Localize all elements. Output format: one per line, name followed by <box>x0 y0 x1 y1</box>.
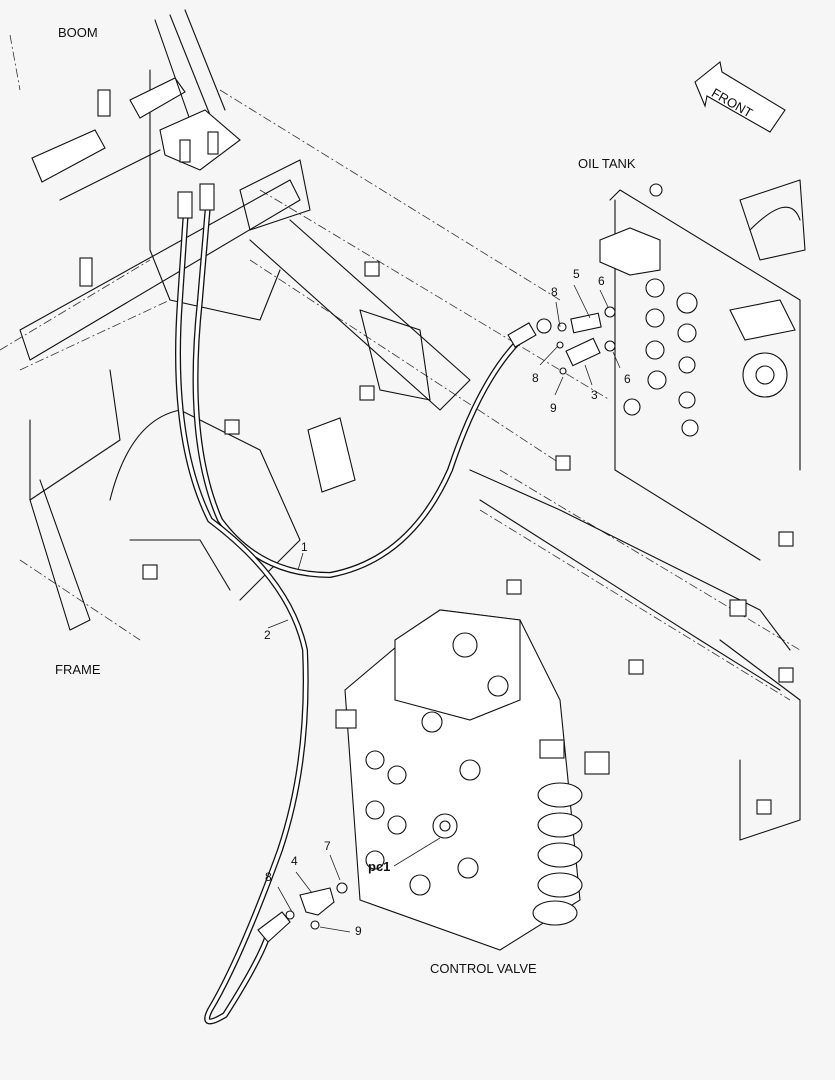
callout-8-middle: 8 <box>532 371 539 385</box>
callout-8-lower: 8 <box>265 870 272 884</box>
label-port-pc1: pc1 <box>368 859 391 874</box>
callout-9-lower: 9 <box>355 924 362 938</box>
callout-5: 5 <box>573 267 580 281</box>
front-arrow-icon <box>694 61 786 133</box>
hose-1 <box>192 202 523 579</box>
mount-blocks <box>31 77 794 815</box>
hose-2 <box>175 207 309 1025</box>
boom-fittings <box>154 9 241 219</box>
callout-2: 2 <box>264 628 271 642</box>
callout-8-upper: 8 <box>551 285 558 299</box>
callout-3: 3 <box>591 388 598 402</box>
machine-frame-lines <box>0 34 806 841</box>
callout-4: 4 <box>291 854 298 868</box>
callout-7: 7 <box>324 839 331 853</box>
valve-fittings <box>257 882 348 943</box>
control-valve-body <box>335 609 610 951</box>
callout-6-lower: 6 <box>624 372 631 386</box>
callout-1: 1 <box>301 540 308 554</box>
label-frame: FRAME <box>55 662 101 677</box>
oil-tank-ports <box>599 227 796 437</box>
label-control-valve: CONTROL VALVE <box>430 961 537 976</box>
tank-fittings <box>507 306 616 375</box>
label-boom: BOOM <box>58 25 98 40</box>
callout-6-upper: 6 <box>598 274 605 288</box>
label-oil-tank: OIL TANK <box>578 156 636 171</box>
leader-lines <box>267 284 621 933</box>
callout-9-upper: 9 <box>550 401 557 415</box>
